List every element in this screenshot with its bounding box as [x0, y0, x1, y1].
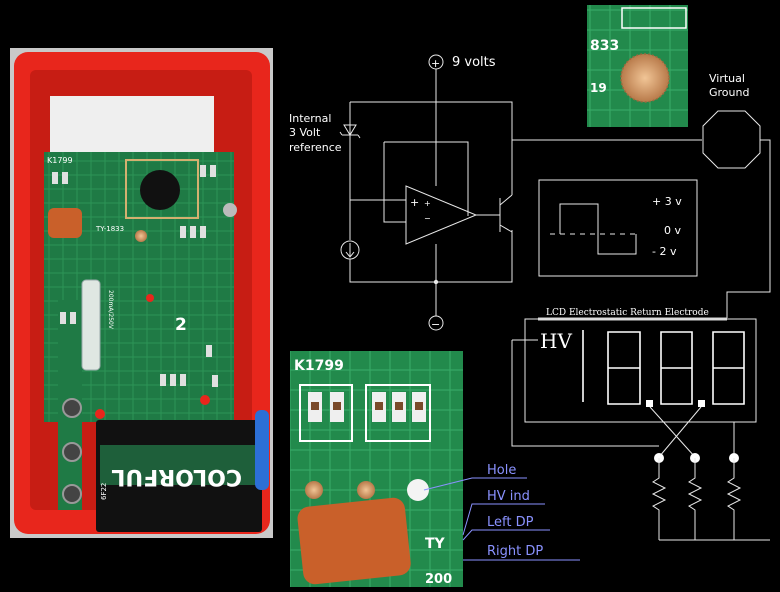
callout-left-dp: Left DP: [487, 515, 534, 530]
reference-label-1: Internal: [289, 112, 331, 125]
supply-minus-symbol: −: [431, 318, 440, 331]
chip-blob: [140, 170, 180, 210]
battery-wire: [255, 410, 269, 490]
photo-capacitor: [48, 208, 82, 238]
callout-line-hv: [462, 503, 545, 536]
opamp-minus-inner: −: [424, 214, 431, 223]
closeup-top-pad: [621, 54, 669, 102]
callout-hole: Hole: [487, 463, 516, 478]
display-window: [50, 96, 214, 156]
ground-label-1: Virtual: [709, 72, 745, 85]
zener-diode: [342, 124, 358, 136]
closeup-silkscreen2: 200: [425, 572, 452, 587]
callout-line-hole: [423, 477, 527, 491]
reference-label-3: reference: [289, 141, 342, 154]
wire-bottom: [349, 230, 513, 283]
waveform-trace: [559, 203, 637, 255]
closeup-top-text: 833: [590, 38, 619, 54]
photo-fuse: [81, 279, 101, 371]
waveform-level-high: + 3 v: [652, 195, 682, 208]
callout-hv-ind: HV ind: [487, 489, 530, 504]
ground-label-2: Ground: [709, 86, 749, 99]
right-dp-square: [698, 400, 705, 407]
photo-board-label: K1799: [47, 156, 73, 165]
photo-board-number: 2: [175, 315, 187, 335]
lcd-box: [524, 318, 757, 423]
meter-photo: K1799 TY-1833 200mA/250V 2 COLORFUL: [10, 48, 273, 538]
closeup-top: 833 19: [587, 5, 688, 127]
wire-hv: [511, 340, 659, 447]
photo-test-dot: [146, 294, 154, 302]
jack-3: [62, 484, 82, 504]
closeup-top-silk-box: [621, 7, 687, 29]
battery-brand: COLORFUL: [111, 464, 242, 489]
closeup-top-text2: 19: [590, 81, 607, 95]
callouts: Hole HV ind Left DP Right DP: [423, 463, 580, 561]
lcd-title: LCD Electrostatic Return Electrode: [546, 308, 709, 318]
waveform-level-zero: 0 v: [664, 224, 681, 237]
closeup-silkscreen: TY: [425, 536, 446, 552]
closeup-pad-left: [305, 481, 323, 499]
closeup-hole: [407, 479, 429, 501]
wire-ground-lcd: [726, 139, 771, 318]
closeup-bottom: K1799 TY 200: [290, 351, 463, 587]
closeup-bottom-board-label: K1799: [294, 358, 344, 374]
red-dot-2: [200, 395, 210, 405]
schematic: + 9 volts − + + − Internal 3 Volt refe: [289, 54, 771, 541]
wire-feedback: [383, 141, 469, 223]
transistor: [476, 194, 513, 233]
junction-bottom: [433, 279, 439, 285]
closeup-capacitor: [297, 497, 411, 585]
virtual-ground-octagon: [702, 110, 761, 169]
battery-code: 6F22: [100, 483, 108, 500]
waveform-box: [538, 179, 698, 277]
supply-label: 9 volts: [452, 55, 496, 70]
smd-parts: [52, 165, 218, 387]
closeup-pad-right: [357, 481, 375, 499]
opamp-plus: +: [410, 196, 419, 209]
jack-1: [62, 398, 82, 418]
reference-label-2: 3 Volt: [289, 126, 321, 139]
opamp-plus-inner: +: [424, 199, 431, 208]
dp-crossed-wires: [649, 406, 702, 458]
battery-label-band: [100, 445, 260, 485]
supply-plus-symbol: +: [431, 57, 440, 70]
photo-hole-pad: [135, 230, 147, 242]
waveform-level-low: - 2 v: [652, 245, 677, 258]
callout-line-left-dp: [462, 529, 550, 541]
jack-2: [62, 442, 82, 462]
callout-right-dp: Right DP: [487, 544, 543, 559]
photo-trimmer: [223, 203, 237, 217]
chip-pad-ring: [125, 159, 199, 219]
left-dp-square: [646, 400, 653, 407]
resistor-network: [651, 422, 770, 541]
hv-label: HV: [540, 329, 572, 353]
lcd-digits: [607, 331, 745, 405]
photo-chip-label: TY-1833: [95, 225, 124, 233]
closeup-smd-pads: [299, 384, 431, 442]
red-dot-1: [95, 409, 105, 419]
opamp: [405, 185, 478, 245]
photo-fuse-label: 200mA/250V: [107, 290, 114, 330]
wire-top: [350, 101, 513, 195]
